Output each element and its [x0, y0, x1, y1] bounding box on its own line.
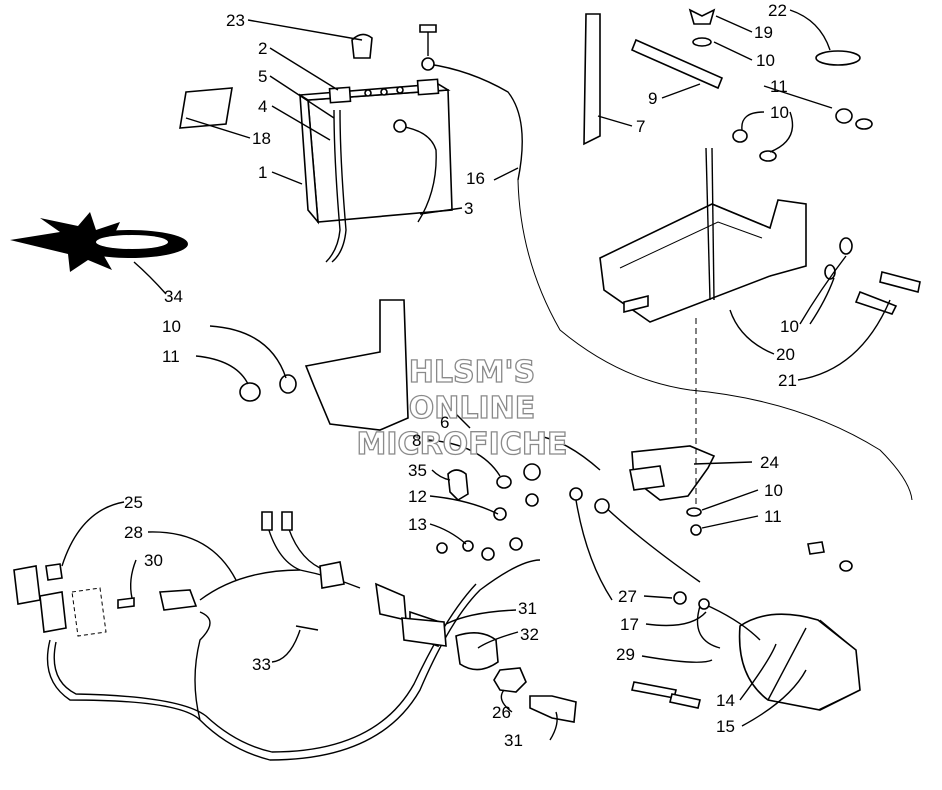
- mounting-plate: [304, 299, 409, 431]
- callout-20: 20: [776, 345, 795, 364]
- callout-24: 24: [760, 453, 779, 472]
- callout-17: 17: [620, 615, 639, 634]
- watermark-line-3: MICROFICHE: [357, 427, 568, 462]
- arctic-cat-decal: [10, 212, 188, 272]
- callout-11-left: 11: [162, 347, 180, 366]
- watermark-line-1: HLSM'S: [409, 355, 535, 390]
- cable-tie: [295, 625, 319, 631]
- ignition-key: [529, 695, 577, 723]
- callout-5: 5: [258, 67, 267, 86]
- callout-labels: 23 2 5 4 18 1 16 3 7 9 22 19 10 11 10 34…: [124, 1, 799, 750]
- callout-29: 29: [616, 645, 635, 664]
- callout-19: 19: [754, 23, 773, 42]
- cable-terminal-ring: [393, 119, 407, 133]
- watermark: HLSM'S ONLINE MICROFICHE: [356, 354, 568, 462]
- callout-22: 22: [768, 1, 787, 20]
- callout-18: 18: [252, 129, 271, 148]
- watermark-line-2: ONLINE: [409, 391, 536, 426]
- callout-10-top: 10: [756, 51, 775, 70]
- callout-6: 6: [440, 413, 449, 432]
- hold-down-bracket: [630, 38, 724, 90]
- callout-13: 13: [408, 515, 427, 534]
- callout-8: 8: [412, 431, 421, 450]
- switch-plate: [455, 632, 499, 671]
- battery-tray: [599, 147, 807, 323]
- wing-nut: [688, 8, 716, 25]
- callout-32: 32: [520, 625, 539, 644]
- callout-31-top: 31: [518, 599, 537, 618]
- callout-28: 28: [124, 523, 143, 542]
- leader-lines: [61, 9, 891, 741]
- callout-26: 26: [492, 703, 511, 722]
- callout-4: 4: [258, 97, 267, 116]
- callout-30: 30: [144, 551, 163, 570]
- bolt: [807, 541, 825, 555]
- screw: [117, 597, 135, 609]
- switch-nut: [493, 667, 527, 693]
- callout-14: 14: [716, 691, 735, 710]
- battery: [297, 78, 453, 263]
- callout-10-mid: 10: [780, 317, 799, 336]
- battery-strap: [583, 13, 601, 146]
- mounting-bolt: [879, 271, 921, 293]
- spring: [631, 681, 677, 699]
- fuse-holder: [13, 563, 107, 637]
- callout-23: 23: [226, 11, 245, 30]
- callout-25: 25: [124, 493, 143, 512]
- callout-16: 16: [466, 169, 485, 188]
- callout-2: 2: [258, 39, 267, 58]
- callout-10-top-2: 10: [770, 103, 789, 122]
- terminal-boot: [447, 469, 469, 502]
- callout-27: 27: [618, 587, 637, 606]
- callout-31-bottom: 31: [504, 731, 523, 750]
- callout-9: 9: [648, 89, 657, 108]
- callout-3: 3: [464, 199, 473, 218]
- battery-cable-positive: [427, 63, 523, 181]
- mounting-bolt: [854, 290, 898, 315]
- callout-11-solenoid: 11: [764, 507, 782, 526]
- callout-1: 1: [258, 163, 267, 182]
- callout-21: 21: [778, 371, 797, 390]
- callout-10-solenoid: 10: [764, 481, 783, 500]
- callout-33: 33: [252, 655, 271, 674]
- spring: [669, 693, 701, 709]
- hose-clamp: [815, 50, 861, 66]
- callout-35: 35: [408, 461, 427, 480]
- callout-34: 34: [164, 287, 183, 306]
- callout-11-top: 11: [770, 77, 788, 96]
- ignition-switch: [401, 617, 447, 647]
- callout-12: 12: [408, 487, 427, 506]
- battery-cable-negative: [397, 125, 437, 223]
- callout-10-left: 10: [162, 317, 181, 336]
- callout-7: 7: [636, 117, 645, 136]
- callout-15: 15: [716, 717, 735, 736]
- battery-decal: [179, 87, 233, 129]
- starter-motor: [738, 613, 861, 711]
- terminal-cap: [351, 33, 373, 59]
